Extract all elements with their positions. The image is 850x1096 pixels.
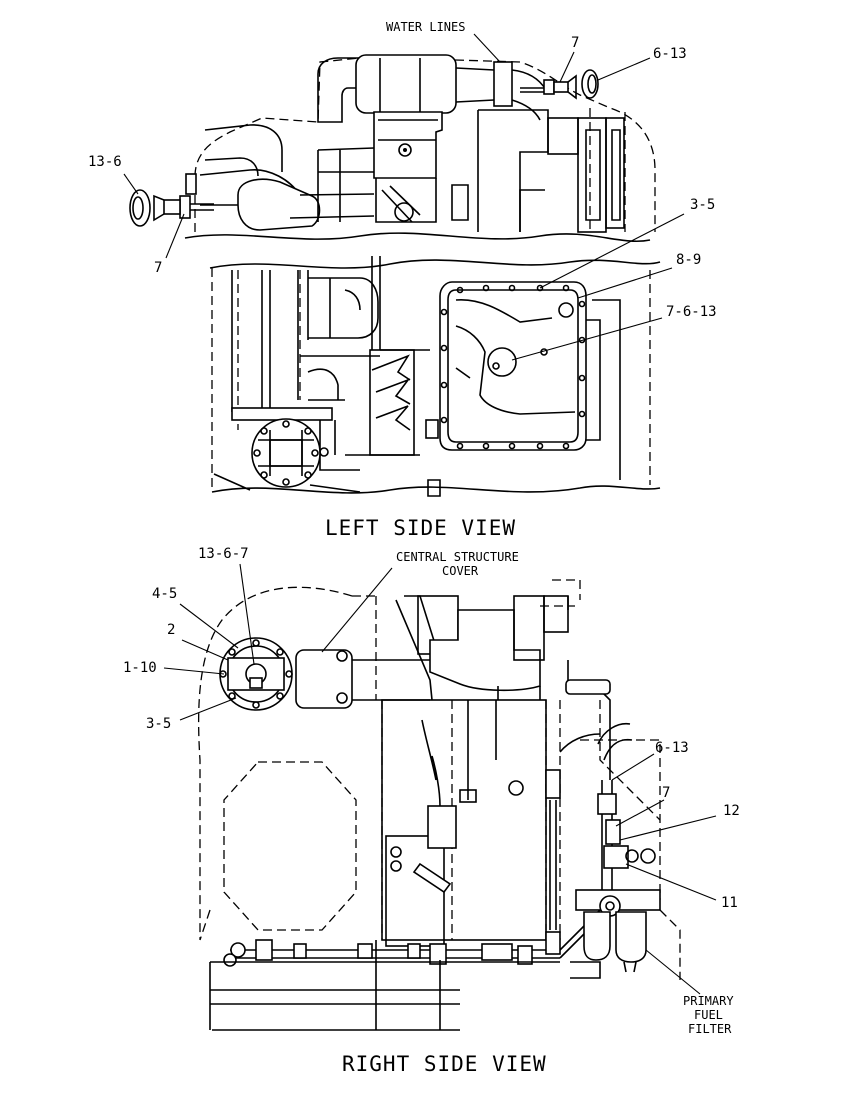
leader-2 <box>181 639 229 661</box>
left-view-break-line-upper <box>184 232 651 242</box>
callout-primary-fuel-filter-line3: FILTER <box>688 1022 732 1036</box>
water-pump-body <box>373 111 469 223</box>
sampling-valve-left <box>129 173 214 227</box>
leader-7-top <box>559 51 575 83</box>
leader-6-13-top <box>597 57 651 81</box>
left-lower-engine <box>213 256 430 493</box>
leader-7-6-13 <box>511 317 663 361</box>
right-engine-octagon <box>223 761 357 931</box>
leader-13-6-7 <box>239 563 255 665</box>
leader-6-13-right <box>611 753 655 781</box>
right-side-view: 13-6-7 CENTRAL STRUCTURE COVER 4-5 2 1-1… <box>123 546 740 1076</box>
callout-12: 12 <box>723 803 740 819</box>
left-engine-dashed-inner <box>237 108 626 430</box>
fuel-filter-assembly <box>575 722 681 980</box>
left-engine-dashed-outline <box>194 57 656 490</box>
water-lines-pipe <box>317 54 547 123</box>
callout-3-5-left: 3-5 <box>690 197 715 213</box>
leader-central-structure-cover <box>321 567 393 653</box>
callout-1-10: 1-10 <box>123 660 157 676</box>
leader-4-5 <box>179 603 239 649</box>
callout-13-6: 13-6 <box>88 154 122 170</box>
leader-13-6 <box>123 173 139 195</box>
callout-central-structure-line1: CENTRAL STRUCTURE <box>396 550 519 564</box>
callout-11: 11 <box>721 895 738 911</box>
cooler-cover-plate <box>425 281 621 497</box>
right-side-view-title: RIGHT SIDE VIEW <box>342 1052 547 1076</box>
callout-3-5-right: 3-5 <box>146 716 171 732</box>
right-engine-dashed-outline <box>197 586 376 941</box>
leader-8-9 <box>577 267 673 299</box>
callout-7-6-13: 7-6-13 <box>666 304 717 320</box>
callout-primary-fuel-filter-line2: FUEL <box>694 1008 723 1022</box>
leader-11 <box>625 863 717 901</box>
callout-7-left: 7 <box>154 260 162 276</box>
leader-3-5-left <box>539 213 685 289</box>
callout-8-9: 8-9 <box>676 252 701 268</box>
sampling-valve-top <box>520 69 599 100</box>
leader-water-lines <box>473 33 501 63</box>
left-view-break-line-lower <box>211 485 661 494</box>
leader-7-left <box>165 213 185 259</box>
left-elbow-pipes <box>199 124 375 231</box>
leader-1-10 <box>163 667 225 675</box>
callout-water-lines: WATER LINES <box>386 20 465 34</box>
right-upper-pipes <box>395 595 611 780</box>
callout-2: 2 <box>167 622 175 638</box>
callout-7-right: 7 <box>662 785 670 801</box>
right-main-block <box>381 699 601 947</box>
right-fuel-line <box>223 899 611 967</box>
callout-6-13-top: 6-13 <box>653 46 687 62</box>
callout-13-6-7: 13-6-7 <box>198 546 249 562</box>
central-structure-cover <box>295 649 430 709</box>
leader-7-right <box>615 799 665 827</box>
callout-4-5: 4-5 <box>152 586 177 602</box>
callout-primary-fuel-filter-line1: PRIMARY <box>683 994 734 1008</box>
callout-7-top: 7 <box>571 35 579 51</box>
left-upper-right-blocks <box>477 109 625 233</box>
leader-primary-fuel-filter <box>645 949 701 995</box>
callout-6-13-right: 6-13 <box>655 740 689 756</box>
left-view-break-line-mid <box>209 259 661 269</box>
left-side-view-title: LEFT SIDE VIEW <box>325 516 516 540</box>
right-engine-dashed-right <box>540 579 661 821</box>
left-side-view: WATER LINES 7 6-13 13-6 7 3-5 8-9 7-6-13… <box>88 20 717 540</box>
leader-3-5-right <box>179 697 237 721</box>
round-cover-right <box>219 637 293 711</box>
right-frame-rails <box>209 940 601 1031</box>
callout-central-structure-line2: COVER <box>442 564 479 578</box>
leader-12 <box>619 815 717 841</box>
